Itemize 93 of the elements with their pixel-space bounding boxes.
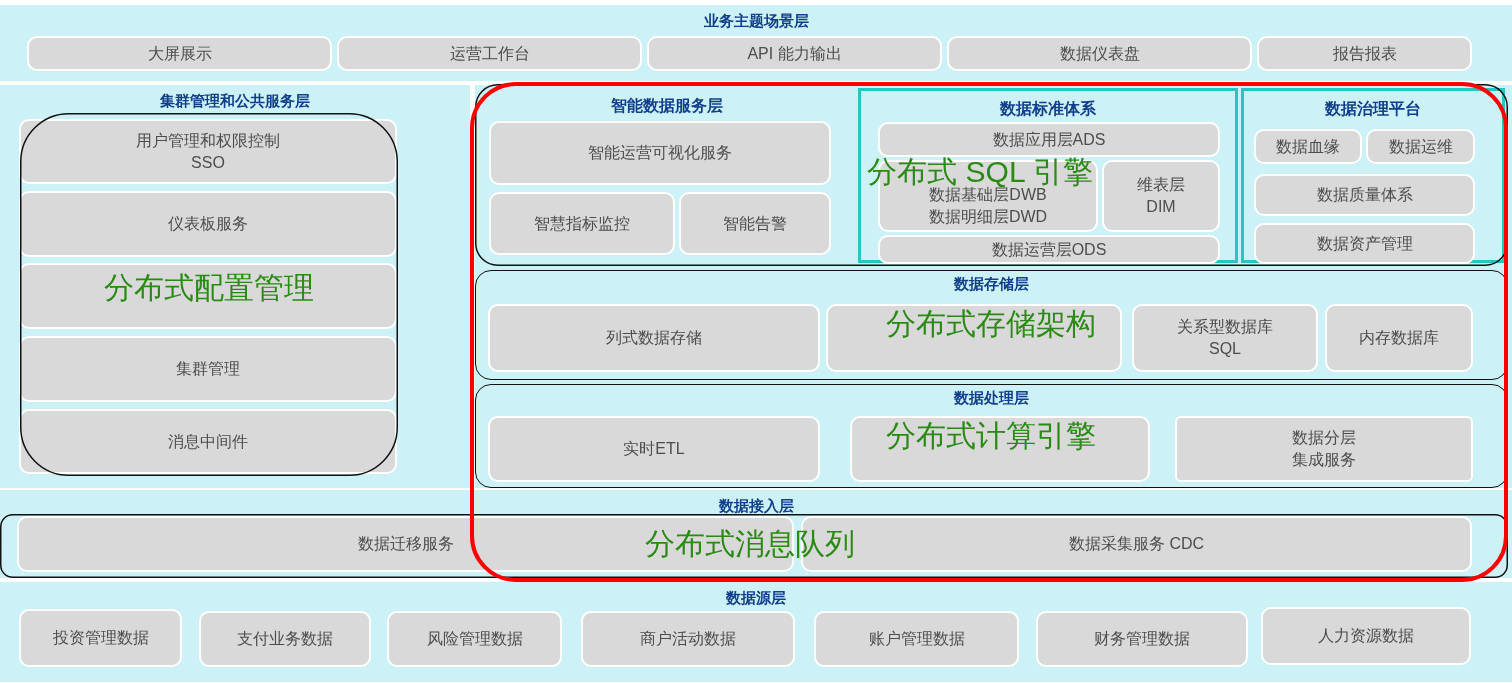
overlay-label: 分布式配置管理	[103, 270, 315, 306]
box-text: 数据仪表盘	[1059, 43, 1140, 64]
box-text: 风险管理数据	[426, 629, 523, 649]
box-text: 关系型数据库	[1177, 317, 1273, 337]
box-text: DIM	[1146, 197, 1176, 217]
box-text: 用户管理和权限控制	[136, 130, 280, 151]
service-box	[1102, 160, 1220, 232]
box-text: 内存数据库	[1359, 328, 1439, 348]
box-text: 数据基础层DWB	[929, 186, 1047, 205]
box-text: 数据应用层ADS	[992, 129, 1106, 150]
service-box	[199, 611, 371, 667]
box-text: 数据采集服务 CDC	[1068, 534, 1205, 554]
box-text: 数据迁移服务	[357, 534, 454, 554]
service-box	[489, 121, 831, 185]
service-box	[814, 611, 1019, 667]
box-text: 报告报表	[1332, 43, 1397, 64]
service-box	[878, 235, 1220, 264]
box-text: 仪表板服务	[168, 214, 248, 234]
service-box	[1254, 174, 1475, 216]
service-box	[1261, 607, 1471, 665]
service-box	[878, 122, 1220, 157]
group-panel	[1241, 88, 1505, 263]
box-text: 消息中间件	[168, 431, 248, 452]
service-box	[19, 263, 397, 329]
box-text: 数据资产管理	[1316, 233, 1413, 254]
layer-band	[0, 85, 470, 488]
box-text: SQL	[1209, 339, 1241, 359]
box-text: 数据血缘	[1276, 136, 1340, 157]
box-text: 智能运营可视化服务	[588, 143, 732, 163]
service-box	[19, 336, 397, 402]
box-text: 数据质量体系	[1316, 185, 1413, 205]
service-box	[19, 191, 397, 257]
layer-band	[0, 582, 1512, 682]
service-box	[1325, 304, 1473, 372]
box-text: 维表层	[1137, 175, 1185, 195]
box-text: 运营工作台	[449, 43, 530, 64]
box-text: 财务管理数据	[1094, 629, 1190, 649]
layer-band	[0, 490, 1512, 578]
layer-heading: 数据存储层	[953, 275, 1030, 294]
service-box	[387, 611, 562, 667]
box-text: SSO	[191, 152, 225, 173]
service-box	[488, 304, 820, 372]
box-text: 人力资源数据	[1318, 626, 1414, 646]
layer-band	[0, 5, 1512, 81]
overlay-label: 分布式存储架构	[885, 306, 1097, 342]
service-box	[1254, 129, 1362, 164]
service-box	[947, 36, 1252, 71]
service-box	[17, 516, 794, 572]
service-box	[1036, 611, 1248, 667]
layer-heading: 数据标准体系	[999, 99, 1097, 119]
layer-heading: 业务主题场景层	[702, 12, 810, 31]
overlay-label: 分布式 SQL 引擎	[866, 154, 1094, 188]
box-text: API 能力输出	[747, 43, 842, 64]
box-text: 数据明细层DWD	[928, 207, 1048, 227]
service-box	[1132, 304, 1318, 372]
service-box	[647, 36, 942, 71]
layer-heading: 数据源层	[725, 589, 787, 608]
service-box	[850, 416, 1150, 482]
service-box	[19, 119, 397, 184]
layer-heading: 智能数据服务层	[610, 96, 724, 116]
service-box	[488, 416, 820, 482]
service-box	[27, 36, 332, 71]
layer-heading: 数据治理平台	[1324, 99, 1422, 119]
overlay-label: 分布式消息队列	[644, 526, 856, 562]
box-text: 数据运维	[1388, 136, 1453, 157]
box-text: 智慧指标监控	[534, 213, 630, 234]
box-text: 实时ETL	[623, 439, 685, 459]
layer-heading: 集群管理和公共服务层	[159, 92, 311, 111]
service-box	[489, 192, 675, 255]
service-box	[337, 36, 642, 71]
service-box	[826, 304, 1122, 372]
box-text: 支付业务数据	[237, 629, 333, 649]
box-text: 集群管理	[176, 359, 240, 379]
box-text: 智能告警	[723, 213, 787, 234]
service-box	[1257, 36, 1472, 71]
box-text: 数据运营层ODS	[991, 239, 1107, 260]
box-text: 列式数据存储	[606, 328, 702, 348]
service-box	[1175, 416, 1473, 482]
box-text: 商户活动数据	[640, 629, 736, 649]
service-box	[1366, 129, 1475, 164]
service-box	[1254, 223, 1475, 264]
service-box	[679, 192, 831, 255]
box-text: 大屏展示	[147, 43, 212, 64]
group-panel	[858, 88, 1238, 263]
service-box	[19, 609, 182, 667]
box-text: 投资管理数据	[52, 628, 149, 648]
overlay-label: 分布式计算引擎	[885, 418, 1097, 454]
layer-heading: 数据处理层	[953, 389, 1030, 408]
box-text: 账户管理数据	[868, 629, 965, 649]
layer-heading: 数据接入层	[717, 497, 795, 516]
service-box	[19, 409, 397, 474]
box-text: 数据分层集成服务	[1291, 428, 1357, 470]
service-box	[581, 611, 795, 667]
